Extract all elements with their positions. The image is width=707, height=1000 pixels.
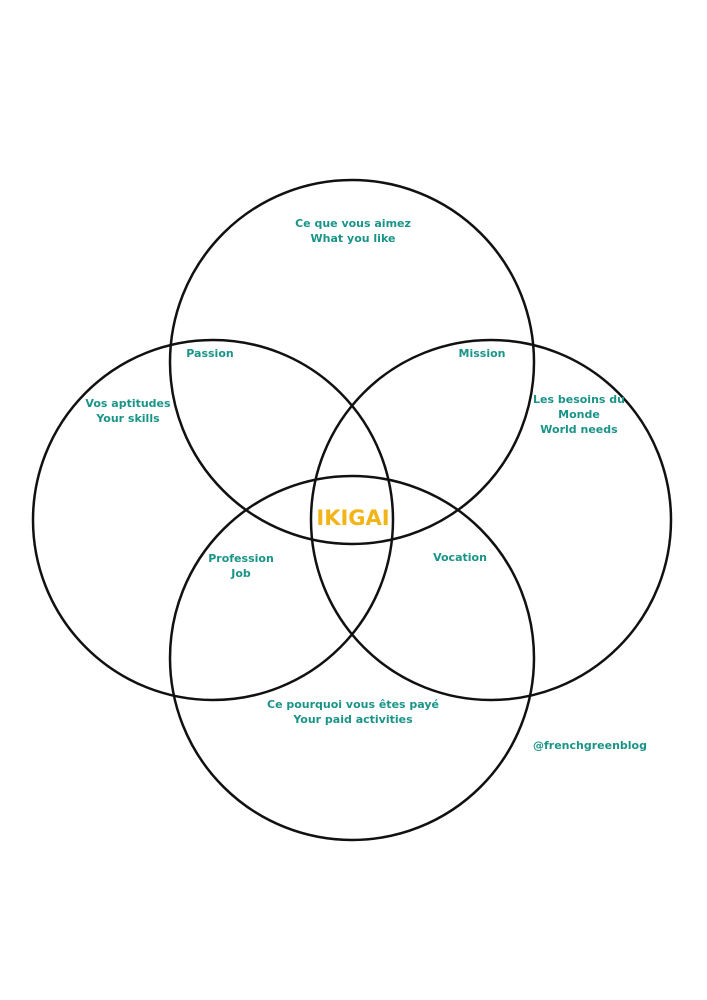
label-profession: Profession Job	[208, 551, 274, 581]
label-world-needs-fr-2: Monde	[558, 408, 600, 421]
circle-what-you-like	[168, 178, 536, 546]
label-your-skills: Vos aptitudes Your skills	[85, 396, 170, 426]
circle-world-needs	[309, 338, 673, 702]
label-what-you-like-en: What you like	[310, 232, 396, 245]
label-paid-activities: Ce pourquoi vous êtes payé Your paid act…	[267, 697, 439, 727]
center-ikigai-title: IKIGAI	[316, 506, 390, 530]
label-your-skills-en: Your skills	[96, 412, 160, 425]
label-profession-en: Job	[231, 567, 251, 580]
label-passion: Passion	[186, 346, 233, 361]
label-mission-text: Mission	[458, 347, 506, 360]
label-what-you-like-fr: Ce que vous aimez	[295, 217, 411, 230]
circle-paid-activities	[168, 474, 536, 842]
label-profession-fr: Profession	[208, 552, 274, 565]
label-vocation-text: Vocation	[433, 551, 487, 564]
label-world-needs-en: World needs	[540, 423, 618, 436]
credit-handle: @frenchgreenblog	[533, 739, 647, 752]
circle-your-skills	[31, 338, 395, 702]
label-what-you-like: Ce que vous aimez What you like	[295, 216, 411, 246]
label-world-needs-fr-1: Les besoins du	[533, 393, 625, 406]
label-passion-text: Passion	[186, 347, 234, 360]
label-paid-activities-en: Your paid activities	[293, 713, 413, 726]
label-vocation: Vocation	[433, 550, 487, 565]
label-mission: Mission	[459, 346, 506, 361]
label-world-needs: Les besoins du Monde World needs	[533, 392, 625, 437]
label-your-skills-fr: Vos aptitudes	[85, 397, 171, 410]
label-paid-activities-fr: Ce pourquoi vous êtes payé	[267, 698, 439, 711]
